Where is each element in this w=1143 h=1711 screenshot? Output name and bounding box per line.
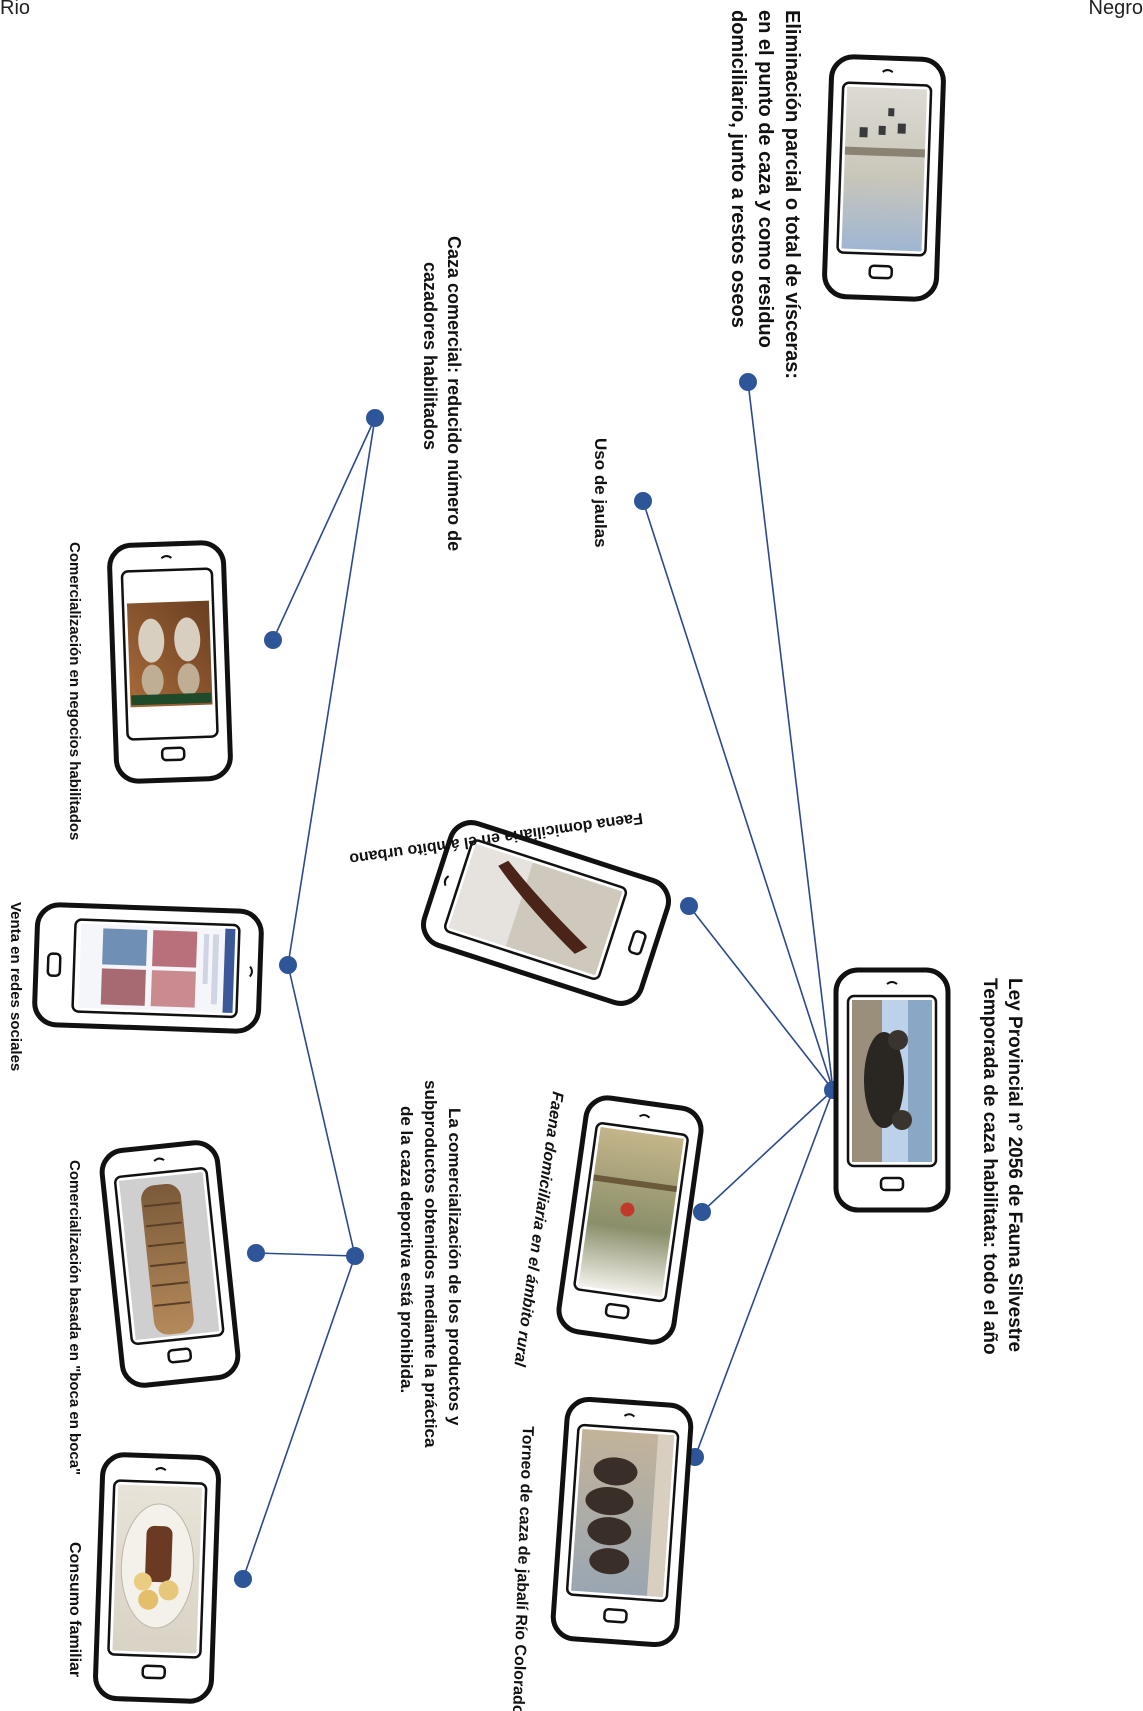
edges [242, 381, 834, 1580]
edge-comercial-redes [287, 417, 376, 966]
label-jaulas-line-1: Uso de jaulas [591, 438, 610, 548]
label-consumo-line-1: Consumo familiar [66, 1542, 83, 1677]
photo-visceras [841, 86, 928, 252]
phone-law [833, 967, 951, 1213]
label-redes: Venta en redes sociales [7, 902, 24, 1071]
label-prohibida-line-3: de la caza deportiva está prohibida. [397, 1106, 416, 1393]
label-torneo-line-1: Torneo de caza de jabalí Río Colorado [509, 1426, 536, 1711]
node-dot-comercial [366, 409, 384, 427]
label-boca-line-1: Comercialización basada en "boca en boca… [66, 1160, 83, 1475]
node-dot-redes [279, 956, 297, 974]
phone-faena-urbano [421, 820, 671, 1006]
label-comercial-line-2: cazadores habilitados [420, 262, 440, 450]
label-faena-rural: Faena domiciliaria en el ámbito rural [510, 1090, 566, 1368]
node-dot-boca [247, 1244, 265, 1262]
label-prohibida-line-2: subproductos obtenidos mediante la práct… [421, 1080, 440, 1448]
node-dot-consumo [234, 1570, 252, 1588]
label-law-line-2: Temporada de caza habilitata: todo el añ… [979, 978, 1000, 1355]
label-prohibida-line-1: La comercialización de los productos y [445, 1108, 464, 1426]
label-visceras-line-1: Eliminación parcial o total de vísceras: [781, 10, 803, 379]
phone-visceras [822, 54, 946, 302]
node-dot-visceras [739, 373, 757, 391]
label-law: Ley Provincial n° 2056 de Fauna Silvestr… [979, 978, 1025, 1355]
edge-comercial-negocios [272, 417, 376, 641]
node-dot-negocios [264, 631, 282, 649]
label-consumo: Consumo familiar [66, 1542, 83, 1677]
edge-law-jaulas [642, 500, 834, 1091]
node-dot-prohibida [346, 1247, 364, 1265]
label-redes-line-1: Venta en redes sociales [7, 902, 24, 1071]
edge-law-faena-urbano [688, 905, 834, 1091]
label-boca: Comercialización basada en "boca en boca… [66, 1160, 83, 1475]
header-left: Rio [0, 0, 30, 19]
photo-negocios [126, 600, 213, 708]
label-visceras-line-3: domiciliario, junto a restos oseos [727, 10, 749, 328]
edge-prohibida-consumo [242, 1255, 356, 1580]
label-visceras: Eliminación parcial o total de vísceras:… [727, 10, 803, 379]
phone-negocios [107, 540, 233, 784]
node-dot-jaulas [634, 492, 652, 510]
label-torneo: Torneo de caza de jabalí Río Colorado [509, 1426, 536, 1711]
label-law-line-1: Ley Provincial n° 2056 de Fauna Silvestr… [1004, 978, 1025, 1352]
header-right: Negro [1089, 0, 1143, 19]
edge-prohibida-boca [255, 1252, 356, 1257]
node-dot-faena-rural [693, 1203, 711, 1221]
node-dots [234, 373, 842, 1588]
phone-torneo [550, 1396, 694, 1648]
edge-redes-prohibida [287, 964, 356, 1257]
phone-redes [32, 902, 264, 1034]
edge-law-faena-rural [701, 1089, 834, 1213]
label-negocios: Comercialización en negocios habilitados [66, 542, 83, 840]
label-faena-rural-line-1: Faena domiciliaria en el ámbito rural [510, 1090, 566, 1368]
label-comercial-line-1: Caza comercial: reducido número de [444, 236, 464, 551]
phone-consumo [93, 1452, 221, 1704]
node-dot-faena-urbano [680, 897, 698, 915]
label-visceras-line-2: en el punto de caza y como residuo [754, 10, 776, 348]
edge-law-visceras [747, 381, 834, 1091]
label-jaulas: Uso de jaulas [591, 438, 610, 548]
label-comercial: Caza comercial: reducido número de cazad… [420, 236, 464, 551]
phone-boca [99, 1140, 241, 1388]
edge-law-torneo [694, 1089, 834, 1458]
label-prohibida: La comercialización de los productos y s… [397, 1080, 464, 1448]
label-negocios-line-1: Comercialización en negocios habilitados [66, 542, 83, 840]
phone-faena-rural [556, 1095, 704, 1345]
